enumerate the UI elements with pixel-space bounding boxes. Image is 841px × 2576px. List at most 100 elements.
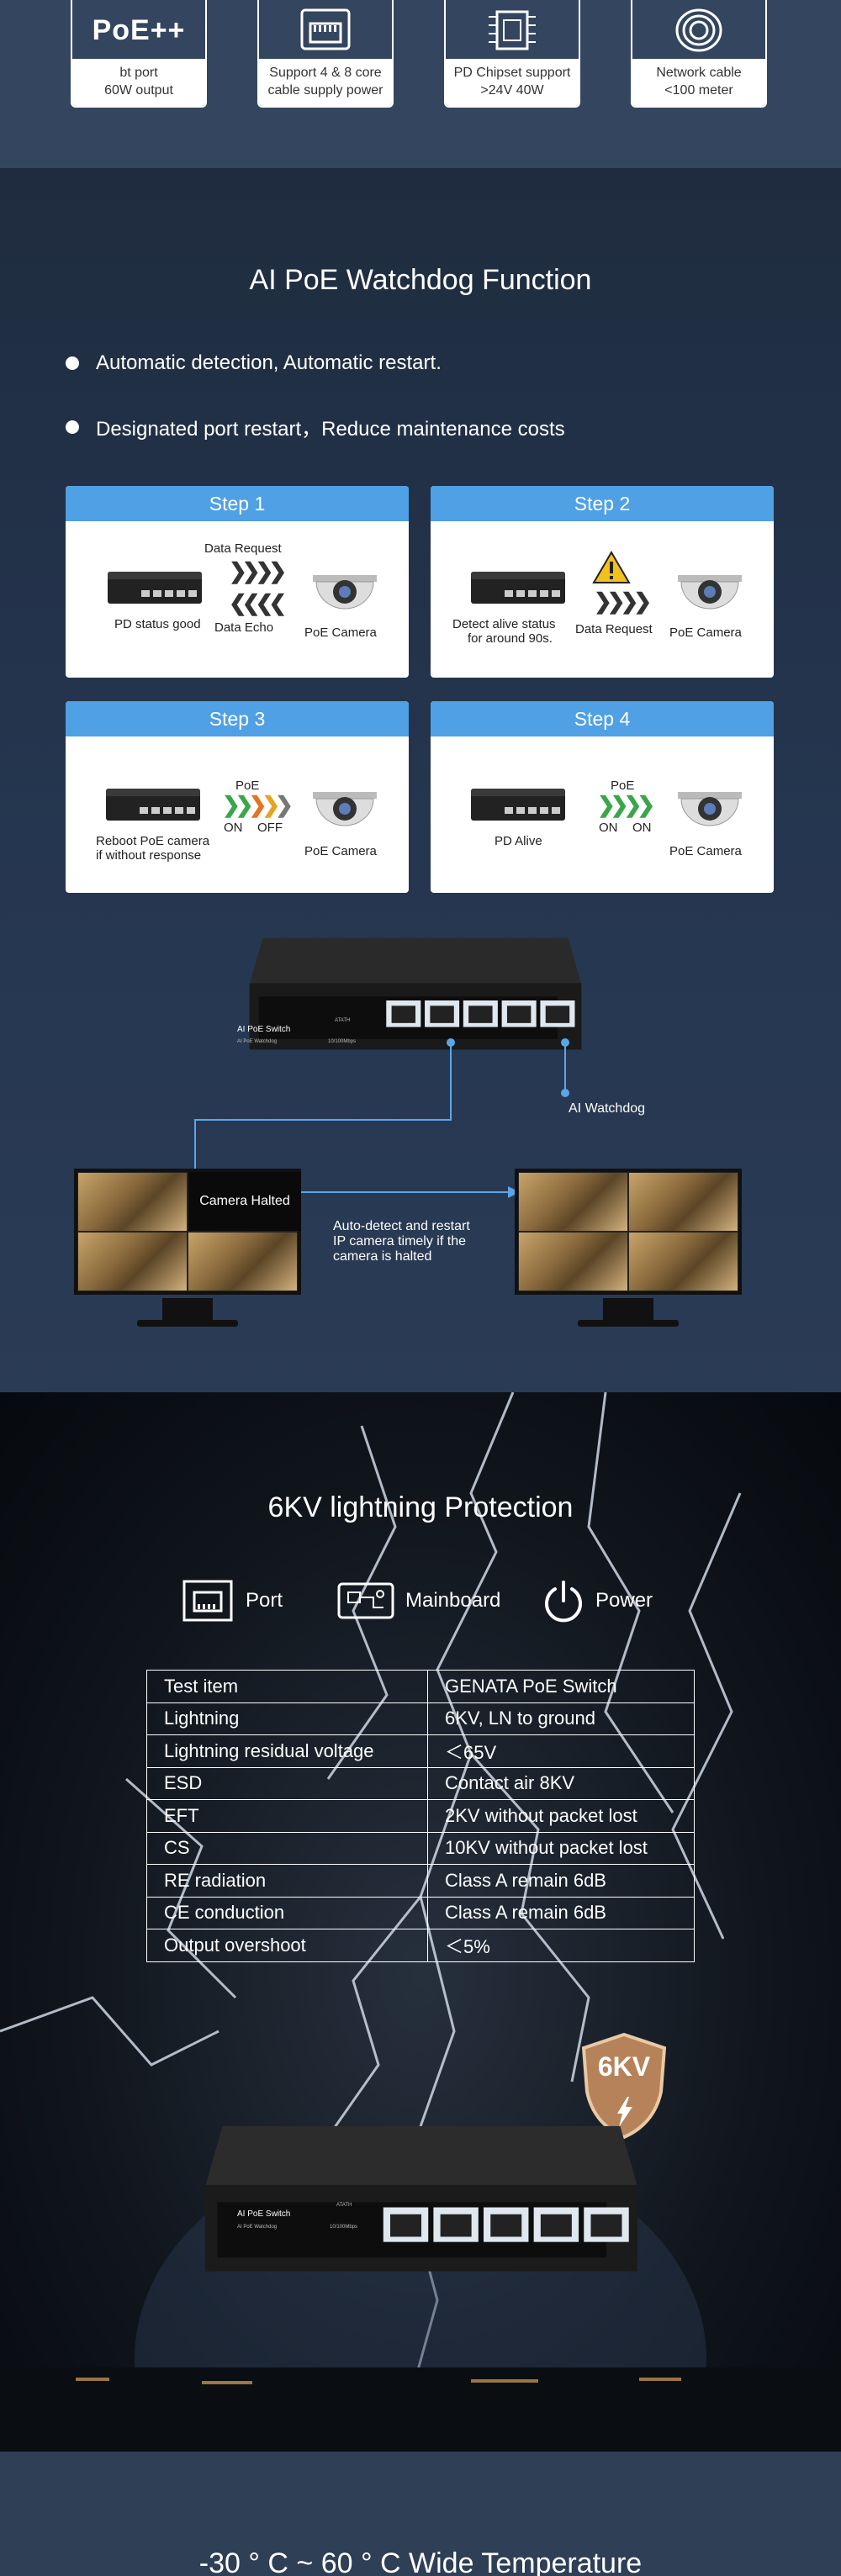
power-label: Power: [595, 1589, 653, 1612]
feature-card-cable-power: Support 4 & 8 core cable supply power: [257, 0, 394, 108]
port-icon: [182, 1580, 233, 1622]
camera-halted-label: Camera Halted: [188, 1172, 301, 1231]
switch-icon: [106, 789, 200, 821]
table-cell: ESD: [146, 1766, 428, 1800]
table-cell: Test item: [146, 1670, 428, 1703]
camera-label: PoE Camera: [304, 844, 377, 858]
watchdog-section: AI PoE Watchdog Function Automatic detec…: [0, 168, 841, 1392]
section-title: AI PoE Watchdog Function: [249, 264, 592, 296]
switch-icon: [471, 572, 565, 604]
detect-alive-label: Detect alive status: [452, 617, 556, 631]
bullet-item: Designated port restart，Reduce maintenan…: [66, 412, 565, 441]
autodetect-line: camera is halted: [333, 1249, 432, 1264]
on-label: ON: [599, 821, 618, 835]
power-feature: Power: [542, 1579, 653, 1623]
switch-label: AI PoE Switch: [237, 1025, 291, 1034]
lightning-section: 6KV lightning Protection Port Mainboard …: [0, 1392, 841, 2452]
cable-coil-icon: [675, 8, 722, 52]
feature-card-network-cable: Network cable <100 meter: [631, 0, 767, 108]
table-cell: Output overshoot: [146, 1929, 428, 1962]
switch-brand: ATATH: [335, 1018, 351, 1023]
rj45-port-icon: [300, 8, 351, 50]
step-card-3: Step 3 PoE ❯❯❯❯❯ ON OFF Reboot PoE camer…: [66, 701, 409, 893]
table-cell: CE conduction: [146, 1896, 428, 1929]
step-card-1: Step 1 Data Request ❯❯❯❯ ❮❮❮❮ PD status …: [66, 486, 409, 678]
step-card-2: Step 2 ❯❯❯❯ Detect alive status for arou…: [431, 486, 774, 678]
switch-sublabel: AI PoE Watchdog: [237, 1039, 278, 1044]
on-label: ON: [632, 821, 652, 835]
step-header: Step 1: [66, 486, 409, 521]
switch-speed: 10/100Mbps: [328, 1039, 357, 1044]
camera-icon: [678, 575, 742, 610]
chip-icon: [489, 10, 536, 50]
feature-caption: bt port: [119, 66, 158, 80]
reboot-label: Reboot PoE camera: [96, 834, 210, 848]
camera-label: PoE Camera: [304, 626, 377, 640]
table-cell: CS: [146, 1831, 428, 1865]
camera-label: PoE Camera: [669, 844, 742, 858]
table-cell: Class A remain 6dB: [427, 1896, 695, 1929]
table-cell: Lightning: [146, 1702, 428, 1735]
step-header: Step 4: [431, 701, 774, 736]
feature-caption: Support 4 & 8 core: [269, 66, 382, 80]
table-row: Output overshoot＜5%: [146, 1929, 695, 1962]
bullet-dot-icon: [66, 356, 79, 370]
data-request-label: Data Request: [575, 622, 653, 636]
monitor-left: Camera Halted: [74, 1169, 301, 1295]
mainboard-label: Mainboard: [405, 1589, 501, 1612]
mainboard-feature: Mainboard: [336, 1579, 500, 1623]
table-cell: Class A remain 6dB: [427, 1864, 695, 1898]
reboot-label: if without response: [96, 848, 202, 863]
data-request-label: Data Request: [204, 541, 282, 556]
feature-caption: <100 meter: [664, 83, 733, 98]
switch-brand: ATATH: [336, 2203, 352, 2208]
detect-alive-label: for around 90s.: [468, 631, 553, 646]
step-header: Step 2: [431, 486, 774, 521]
camera-icon: [678, 792, 742, 826]
feature-caption: >24V 40W: [480, 83, 544, 98]
bullet-text: Designated port restart，Reduce maintenan…: [96, 418, 565, 441]
autodetect-line: Auto-detect and restart: [333, 1219, 470, 1233]
feature-card-pd-chipset: PD Chipset support >24V 40W: [444, 0, 580, 108]
features-section: PoE++ bt port 60W output Support 4 & 8 c…: [0, 0, 841, 168]
section-title: -30 ° C ~ 60 ° C Wide Temperature: [198, 2547, 643, 2576]
poe-switch-image: [249, 937, 582, 1050]
table-cell: 6KV, LN to ground: [427, 1702, 695, 1735]
power-icon: [545, 1581, 582, 1623]
warning-icon: [592, 551, 631, 583]
arrow-right-icon: ❯❯❯❯: [594, 589, 652, 614]
poe-label: PoE: [611, 779, 635, 793]
monitor-base: [578, 1320, 679, 1327]
table-cell: ＜65V: [427, 1734, 695, 1768]
table-row: Lightning residual voltage＜65V: [146, 1734, 695, 1768]
table-cell: RE radiation: [146, 1864, 428, 1898]
monitor-right: [515, 1169, 742, 1295]
bullet-item: Automatic detection, Automatic restart.: [66, 351, 442, 375]
poe-switch-image: [205, 2125, 637, 2272]
data-echo-label: Data Echo: [214, 620, 274, 635]
bullet-text: Automatic detection, Automatic restart.: [96, 351, 442, 374]
camera-icon: [313, 575, 377, 610]
poe-plus-label: PoE++: [92, 13, 186, 46]
feature-caption: PD Chipset support: [453, 66, 571, 80]
monitor-base: [137, 1320, 238, 1327]
feature-card-poe: PoE++ bt port 60W output: [71, 0, 207, 108]
table-cell: EFT: [146, 1799, 428, 1833]
step-card-4: Step 4 PoE ❯❯❯❯ ON ON PD Alive PoE Camer…: [431, 701, 774, 893]
connector-lines: [194, 1038, 569, 1198]
table-cell: Lightning residual voltage: [146, 1734, 428, 1768]
poe-label: PoE: [235, 779, 260, 793]
table-cell: 2KV without packet lost: [427, 1799, 695, 1833]
off-label: OFF: [257, 821, 283, 835]
port-label: Port: [246, 1589, 283, 1612]
table-cell: Contact air 8KV: [427, 1766, 695, 1800]
feature-caption: 60W output: [104, 83, 173, 98]
temperature-section: -30 ° C ~ 60 ° C Wide Temperature: [0, 2452, 841, 2576]
feature-caption: Network cable: [656, 66, 742, 80]
camera-icon: [313, 792, 377, 826]
